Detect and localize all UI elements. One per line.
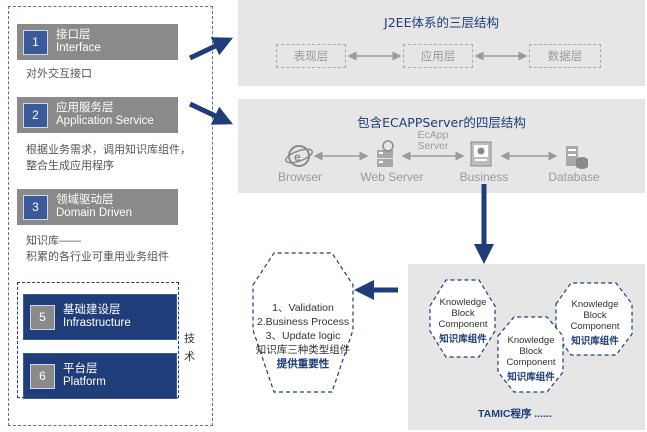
- knowledge-hexagon-1: [429, 279, 496, 358]
- business-icon: [470, 141, 492, 167]
- layer-description: 对外交互接口: [26, 68, 92, 80]
- layer-number: 6: [30, 363, 55, 389]
- knowledge-hexagon-2: [497, 316, 564, 393]
- knowledge-block-label-2: Knowledge Block Component 知识库组件: [506, 335, 556, 383]
- layer-description: 根据业务需求，调用知识库组件， 整合生成应用程序: [26, 144, 191, 172]
- tech-label: 技术: [184, 333, 195, 363]
- web-server-icon: [377, 140, 394, 167]
- browser-label: Browser: [277, 170, 322, 184]
- layer-description: 知识库—— 积累的各行业可重用业务组件: [26, 235, 169, 263]
- layer-domain-driven: 3 领域驱动层 Domain Driven: [17, 189, 178, 225]
- layer-title-en: Application Service: [56, 115, 154, 127]
- layer-platform: 6 平台层 Platform: [23, 353, 177, 399]
- svg-text:e: e: [294, 150, 301, 164]
- knowledge-hexagon-3: [555, 282, 633, 356]
- layer-number: 2: [23, 102, 48, 128]
- database-label: Database: [548, 170, 600, 184]
- layer-title-en: Infrastructure: [63, 317, 131, 329]
- j2ee-title: J2EE体系的三层结构: [384, 15, 499, 30]
- knowledge-block-label-3: Knowledge Block Component 知识库组件: [570, 299, 620, 347]
- layer-title-en: Interface: [56, 42, 101, 54]
- ecapp-title: 包含ECAPPServer的四层结构: [357, 115, 526, 130]
- layer-interface: 1 接口层 Interface: [17, 24, 178, 60]
- layer-title-cn: 平台层: [63, 363, 98, 375]
- browser-icon: e: [284, 145, 314, 167]
- layer-infrastructure: 5 基础建设层 Infrastructure: [23, 294, 177, 340]
- layer-number: 1: [23, 29, 48, 55]
- j2ee-panel: [238, 0, 645, 86]
- web-server-label: Web Server: [360, 170, 424, 184]
- application-tier-box: 应用层: [403, 44, 473, 68]
- presentation-tier-box: 表现层: [276, 44, 346, 68]
- database-icon: [566, 146, 588, 169]
- layer-application-service: 2 应用服务层 Application Service: [17, 97, 178, 133]
- layer-title-cn: 应用服务层: [56, 102, 114, 114]
- layer-number: 5: [30, 304, 55, 330]
- layer-title-cn: 基础建设层: [63, 304, 121, 316]
- ecapp-server-tag: EcApp Server: [417, 129, 449, 152]
- validation-hexagon: [252, 252, 354, 393]
- layer-number: 3: [23, 194, 48, 220]
- layer-title-en: Domain Driven: [56, 207, 133, 219]
- validation-hex-label: 1、Validation 2.Business Process 3、Update…: [255, 302, 351, 370]
- arrow-to-ecapp: [188, 101, 234, 125]
- layer-stack-frame: [8, 6, 213, 426]
- layer-title-cn: 接口层: [56, 29, 91, 41]
- arrow-to-j2ee: [188, 37, 234, 61]
- layer-title-cn: 领域驱动层: [56, 194, 114, 206]
- layer-title-en: Platform: [63, 376, 106, 388]
- knowledge-block-label-1: Knowledge Block Component 知识库组件: [438, 297, 488, 345]
- data-tier-box: 数据层: [529, 44, 601, 68]
- tamic-label: TAMIC程序 ......: [478, 408, 552, 420]
- business-label: Business: [459, 170, 509, 184]
